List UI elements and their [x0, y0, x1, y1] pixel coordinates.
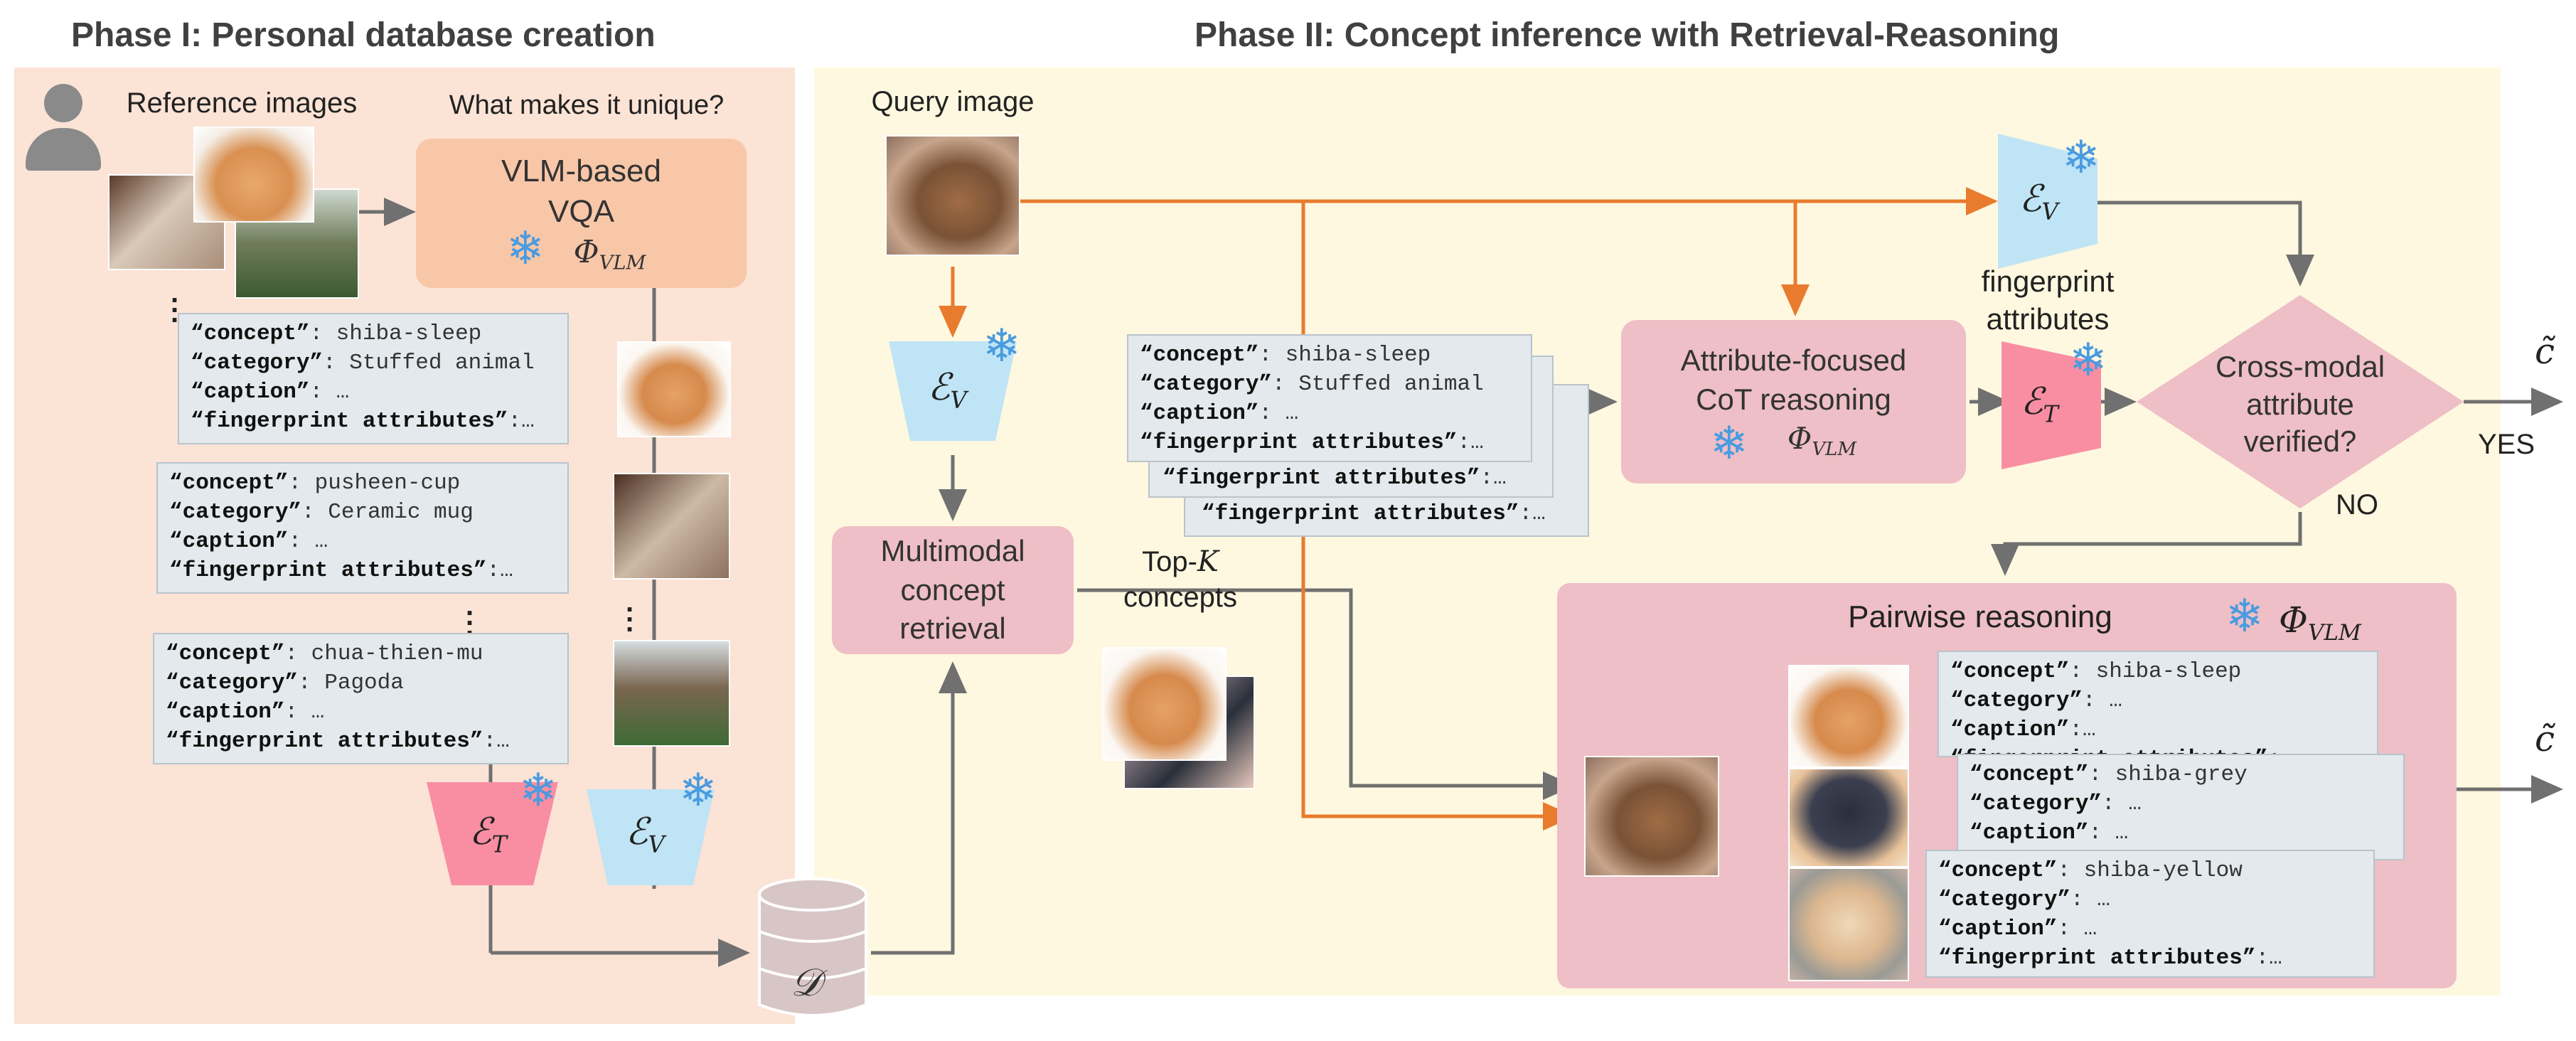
retrieved-card-front: “concept”: shiba-sleep “category”: Stuff… [1127, 334, 1532, 462]
vqa-box: VLM-based VQA ΦVLM [416, 139, 747, 288]
candidate-image-shiba-sleep [1788, 665, 1909, 768]
vqa-line1: VLM-based [501, 153, 661, 188]
concept-card-shiba-sleep: “concept”: shiba-sleep “category”: Stuff… [178, 313, 569, 444]
db-image-mug [613, 473, 730, 580]
yes-label: YES [2477, 429, 2535, 460]
output-concept-pairwise: c̃ [2535, 718, 2555, 759]
verification-diamond [2137, 295, 2464, 508]
concept-card-chua-thien-mu: “concept”: chua-thien-mu “category”: Pag… [153, 633, 569, 764]
retrieved-card-back-2-fp: “fingerprint attributes”:… [1202, 501, 1546, 526]
phase1-vision-encoder-label: ℰV [626, 811, 665, 858]
db-image-shiba [617, 341, 731, 437]
retrieved-card-back-1-fp: “fingerprint attributes”:… [1163, 466, 1507, 491]
frozen-icon-verify-text: ❄ [2069, 334, 2107, 387]
verify-text-encoder [2002, 341, 2101, 469]
query-vision-encoder [889, 341, 1017, 441]
no-label: NO [2336, 489, 2378, 520]
phase2-title: Phase II: Concept inference with Retriev… [1195, 16, 2060, 54]
fingerprint-attributes-label: fingerprint attributes [1981, 265, 2115, 336]
cot-reasoning-box: Attribute-focused CoT reasoning ΦVLM [1621, 320, 1966, 484]
phase1-text-encoder [427, 782, 558, 885]
pairwise-card-shiba-sleep: “concept”: shiba-sleep “category”: … “ca… [1938, 651, 2378, 757]
candidate-image-shiba-grey [1788, 768, 1909, 868]
topk-label: Top-K concepts [1123, 545, 1238, 613]
phase1-vision-encoder [587, 789, 715, 885]
frozen-icon-vqa: ❄ [506, 223, 545, 275]
ellipsis-1: ... [171, 277, 179, 329]
frozen-icon-query-encoder: ❄ [983, 320, 1021, 373]
output-concept-yes: c̃ [2535, 331, 2555, 372]
frozen-icon-text-encoder: ❄ [519, 764, 557, 817]
db-image-pagoda [613, 640, 730, 747]
ellipsis-2: ... [466, 590, 474, 641]
query-image [885, 135, 1020, 256]
phase1-text-encoder-label: ℰT [469, 811, 507, 858]
verification-question: Cross-modal attribute verified? [2215, 350, 2385, 458]
frozen-icon-vision-encoder: ❄ [679, 764, 717, 817]
reference-images-label: Reference images [126, 87, 358, 119]
query-vision-encoder-label: ℰV [928, 366, 967, 414]
candidate-image-shiba-yellow [1788, 868, 1909, 981]
frozen-icon-pairwise: ❄ [2225, 590, 2264, 643]
frozen-icon-verify-vision: ❄ [2062, 132, 2100, 184]
pairwise-card-shiba-grey: “concept”: shiba-grey “category”: … “cap… [1957, 754, 2405, 860]
verify-vision-encoder [1998, 134, 2097, 269]
verify-text-encoder-label: ℰT [2021, 380, 2058, 428]
verify-vision-encoder-label: ℰV [2019, 178, 2058, 225]
phase1-title: Phase I: Personal database creation [71, 16, 656, 54]
frozen-icon-cot: ❄ [1710, 417, 1748, 470]
reference-image-shiba [193, 127, 314, 223]
ellipsis-3: ... [626, 587, 634, 638]
retrieval-box: Multimodal concept retrieval [832, 526, 1074, 654]
pairwise-query-image [1584, 756, 1719, 877]
database-label: 𝒟 [791, 960, 822, 1005]
pairwise-model-symbol: ΦVLM [2279, 599, 2361, 646]
concept-card-pusheen-cup: “concept”: pusheen-cup “category”: Ceram… [156, 462, 569, 594]
database-icon [758, 877, 867, 1017]
query-image-label: Query image [871, 86, 1035, 117]
question-label: What makes it unique? [449, 90, 725, 120]
pairwise-reasoning-title: Pairwise reasoning [1848, 599, 2112, 634]
pairwise-card-shiba-yellow: “concept”: shiba-yellow “category”: … “c… [1925, 850, 2375, 978]
vqa-model-symbol: ΦVLM [573, 234, 646, 274]
user-icon [24, 78, 102, 171]
topk-image-front [1102, 647, 1226, 761]
vqa-line2: VQA [548, 194, 614, 229]
